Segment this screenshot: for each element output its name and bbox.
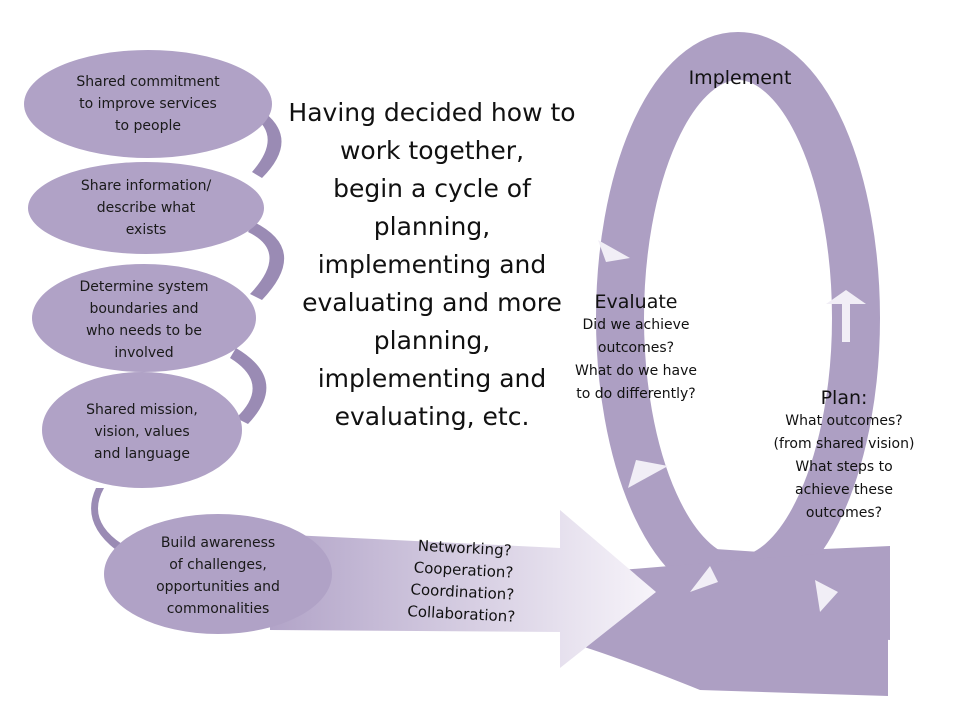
- step-ellipses: [24, 50, 332, 634]
- connector-4-5: [91, 488, 122, 550]
- loop-arrows: [598, 240, 866, 612]
- center-description: Having decided how to work together, beg…: [288, 98, 576, 431]
- ellipse-shared-mission: [42, 372, 242, 488]
- connector-1-2: [252, 112, 282, 178]
- loop-arrow-up-right-shaft: [842, 302, 850, 342]
- implement-label: Implement: [688, 67, 792, 89]
- ellipse-shared-commitment: [24, 50, 272, 158]
- ellipse-share-information: [28, 162, 264, 254]
- loop-arrow-down-left: [598, 240, 630, 262]
- connector-3-4: [230, 348, 267, 424]
- loop-arrow-tail: [815, 580, 838, 612]
- step-share-information: Share information/ describe what exists: [80, 178, 212, 238]
- ellipse-build-awareness: [104, 514, 332, 634]
- connector-2-3: [248, 222, 285, 300]
- loop-arrow-up-right: [826, 290, 866, 304]
- collaboration-arrow: [270, 510, 656, 668]
- loop-arrow-lower-left: [628, 460, 668, 488]
- ellipse-determine-boundaries: [32, 264, 256, 372]
- evaluate-label: Evaluate Did we achieve outcomes? What d…: [574, 291, 697, 402]
- step-connectors: [91, 112, 285, 550]
- collaboration-arrow-text: Networking? Cooperation? Coordination? C…: [406, 536, 516, 626]
- step-shared-commitment: Shared commitment to improve services to…: [76, 74, 220, 134]
- step-shared-mission: Shared mission, vision, values and langu…: [86, 402, 198, 462]
- step-build-awareness: Build awareness of challenges, opportuni…: [156, 535, 280, 617]
- step-determine-boundaries: Determine system boundaries and who need…: [79, 279, 209, 361]
- plan-label: Plan: What outcomes? (from shared vision…: [773, 387, 915, 521]
- loop-arrow-bottom-right: [690, 566, 718, 592]
